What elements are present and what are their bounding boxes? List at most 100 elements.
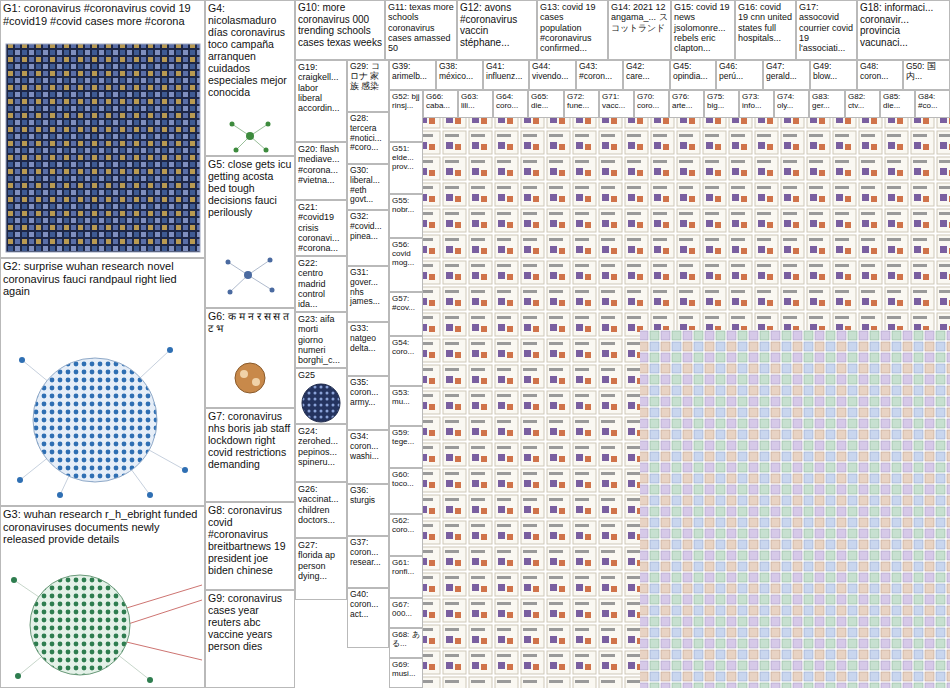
- group-label: G1: coronavirus #coronavirus covid 19 #c…: [1, 1, 204, 28]
- group-box: G34: coron... washi...: [347, 430, 389, 484]
- group-label: G18: informaci... coronavir... provincia…: [858, 1, 949, 49]
- group-box: G28: tercera #notici... #coro...: [347, 112, 389, 164]
- group-box: G70: coro...: [634, 90, 669, 118]
- group-label: G27: florida ap person dying...: [296, 539, 346, 582]
- group-box: G52: bjj rinsj...: [389, 90, 423, 142]
- group-label: G83: ger...: [810, 91, 844, 111]
- group-label: G32: #covid... pinea...: [348, 211, 388, 242]
- group-box: G20: flash mediave... #corona... #vietna…: [295, 142, 347, 200]
- group-label: G71: vacc...: [600, 91, 633, 111]
- group-box: G63: lili...: [458, 90, 493, 118]
- group-box: G24: zerohed... pepinos... spineru...: [295, 424, 347, 482]
- group-label: G47: gerald...: [764, 61, 809, 83]
- group-label: G35: coron... army...: [348, 377, 388, 408]
- group-box: G25: [295, 368, 347, 424]
- group-box: G84: #co...: [915, 90, 950, 118]
- group-label: G22: centro madrid control ida...: [296, 257, 346, 311]
- group-label: G66: caba...: [424, 91, 457, 111]
- group-box: G11: texas more schools coronavirus case…: [385, 0, 457, 60]
- group-label: G51: elde... prov...: [390, 143, 422, 173]
- group-label: G13: covid 19 cases population #coronavi…: [538, 1, 607, 55]
- group-box: G43: #coron...: [576, 60, 623, 90]
- group-box: G9: coronavirus cases year reuters abc v…: [205, 590, 295, 688]
- group-label: G29: コロナ 家族 感染: [348, 61, 388, 92]
- group-box: G83: ger...: [809, 90, 845, 118]
- group-box: G74: oly...: [774, 90, 809, 118]
- group-box: G26: vaccinat... children doctors...: [295, 482, 347, 538]
- group-label: G50: 国内...: [904, 61, 949, 83]
- group-box: G1: coronavirus #coronavirus covid 19 #c…: [0, 0, 205, 258]
- group-box: G64: coro...: [493, 90, 528, 118]
- group-box: G47: gerald...: [763, 60, 810, 90]
- group-label: G85: die...: [881, 91, 914, 111]
- group-box: G57: #cov...: [389, 292, 423, 336]
- group-box: G75: big...: [704, 90, 739, 118]
- group-box: G4: nicolasmaduro días coronavirus toco …: [205, 0, 295, 156]
- group-label: G34: coron... washi...: [348, 431, 388, 462]
- group-label: G6: क म न र स स त ट भ: [206, 309, 294, 335]
- group-box: G49: blow...: [810, 60, 857, 90]
- group-box: G50: 国内...: [903, 60, 950, 90]
- group-label: G63: lili...: [459, 91, 492, 111]
- group-label: G33: natgeo delta...: [348, 323, 388, 354]
- group-label: G37: coron... resear...: [348, 537, 388, 568]
- group-box: G18: informaci... coronavir... provincia…: [857, 0, 950, 60]
- group-label: G26: vaccinat... children doctors...: [296, 483, 346, 526]
- group-box: G3: wuhan research r_h_ebright funded co…: [0, 506, 205, 688]
- group-box: G17: assocovid courrier covid 19 l'assoc…: [796, 0, 857, 60]
- group-label: G46: perú...: [717, 61, 762, 83]
- group-box: G82: ctv...: [845, 90, 880, 118]
- group-box: G68: ある...: [389, 628, 423, 658]
- group-box: G37: coron... resear...: [347, 536, 389, 588]
- group-box: G38: méxico...: [436, 60, 483, 90]
- group-label: G25: [296, 369, 346, 381]
- group-box: G53: mu...: [389, 386, 423, 426]
- group-label: G14: 2021 12 angama_... スコットランド: [609, 1, 670, 34]
- group-box: G13: covid 19 cases population #coronavi…: [537, 0, 608, 60]
- group-box: G71: vacc...: [599, 90, 634, 118]
- group-label: G62: coro...: [390, 515, 422, 535]
- group-box: G51: elde... prov...: [389, 142, 423, 194]
- group-box: G72: fune...: [564, 90, 599, 118]
- group-label: G64: coro...: [494, 91, 527, 111]
- group-label: G60: toco...: [390, 469, 422, 489]
- group-label: G75: big...: [705, 91, 738, 111]
- group-label: G30: liberal... #eth govt...: [348, 165, 388, 206]
- group-box: G41: influenz...: [483, 60, 529, 90]
- group-box: G69: musi...: [389, 658, 423, 688]
- group-box: G32: #covid... pinea...: [347, 210, 389, 266]
- group-label: G7: coronavirus nhs boris jab staff lock…: [206, 409, 294, 471]
- group-box: G65: die...: [528, 90, 564, 118]
- group-box: G22: centro madrid control ida...: [295, 256, 347, 312]
- group-label: G36: sturgis: [348, 485, 388, 507]
- group-box: G14: 2021 12 angama_... スコットランド: [608, 0, 671, 60]
- group-label: G23: aifa morti giorno numeri borghi_c..…: [296, 313, 346, 367]
- group-label: G41: influenz...: [484, 61, 528, 83]
- group-label: G68: ある...: [390, 629, 422, 649]
- group-label: G55: nobr...: [390, 195, 422, 215]
- group-label: G67: 000...: [390, 599, 422, 619]
- group-box: G44: vivendo...: [529, 60, 576, 90]
- group-label: G56: covid mog...: [390, 239, 422, 269]
- group-box: G15: covid 19 news jsolomonre... rebels …: [671, 0, 735, 60]
- group-label: G74: oly...: [775, 91, 808, 111]
- group-label: G4: nicolasmaduro días coronavirus toco …: [206, 1, 294, 100]
- group-box: G31: gover... nhs james...: [347, 266, 389, 322]
- group-label: G15: covid 19 news jsolomonre... rebels …: [672, 1, 734, 55]
- group-box: G67: 000...: [389, 598, 423, 628]
- group-box: G8: coronavirus covid #coronavirus breit…: [205, 502, 295, 590]
- group-label: G16: covid 19 cnn united states full hos…: [736, 1, 795, 44]
- group-box: G21: #covid19 crisis coronavi... #corona…: [295, 200, 347, 256]
- group-label: G38: méxico...: [437, 61, 482, 83]
- group-label: G57: #cov...: [390, 293, 422, 313]
- group-box: G19: craigkell... labor liberal accordin…: [295, 60, 347, 142]
- group-box: G5: close gets icu getting acosta bed to…: [205, 156, 295, 308]
- group-label: G10: more coronavirus 000 trending schoo…: [296, 1, 384, 49]
- group-box: G23: aifa morti giorno numeri borghi_c..…: [295, 312, 347, 368]
- group-box: G54: coro...: [389, 336, 423, 386]
- group-label: G42: care...: [624, 61, 669, 83]
- group-box: G60: toco...: [389, 468, 423, 514]
- group-label: G48: coron...: [858, 61, 902, 83]
- group-box: G2: surprise wuhan research novel corona…: [0, 258, 205, 506]
- group-box: G85: die...: [880, 90, 915, 118]
